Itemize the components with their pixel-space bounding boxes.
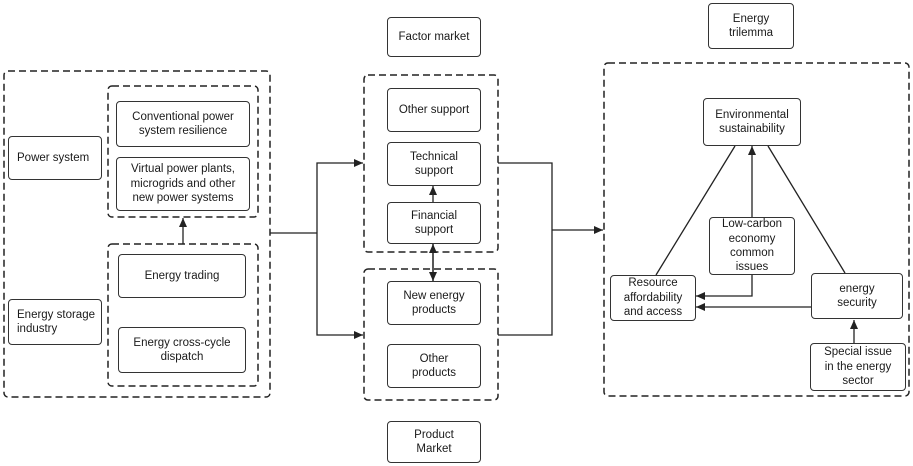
arrow-to-factor-group [316, 159, 363, 233]
line-security-to-environment [767, 145, 846, 274]
power-system-subgroup-frame [107, 85, 259, 218]
energy-trilemma-box: Energy trilemma [708, 3, 794, 49]
power-system-box: Power system [8, 136, 102, 180]
technical-support-box: Technical support [387, 142, 481, 186]
left-group-frame [3, 70, 271, 398]
factor-market-box: Factor market [387, 17, 481, 57]
energy-storage-industry-box: Energy storage industry [8, 299, 102, 345]
arrow-lowcarbon-to-resource [696, 275, 753, 300]
conventional-resilience-box: Conventional power system resilience [116, 101, 250, 147]
virtual-power-plants-box: Virtual power plants, microgrids and oth… [116, 157, 250, 211]
factor-group-frame [363, 74, 499, 253]
connector-product-out [498, 230, 553, 336]
low-carbon-issues-box: Low-carbon economy common issues [709, 217, 795, 275]
trilemma-group-frame [603, 62, 910, 397]
new-energy-products-box: New energy products [387, 281, 481, 325]
other-support-box: Other support [387, 88, 481, 132]
energy-security-box: energy security [811, 273, 903, 319]
resource-affordability-box: Resource affordability and access [610, 275, 696, 321]
financial-support-box: Financial support [387, 202, 481, 244]
energy-trading-box: Energy trading [118, 254, 246, 298]
special-issue-box: Special issue in the energy sector [810, 343, 906, 391]
line-resource-to-environment [655, 145, 736, 276]
connector-factor-out [498, 162, 553, 230]
arrow-to-product-group [316, 233, 363, 339]
energy-cross-cycle-box: Energy cross-cycle dispatch [118, 327, 246, 373]
environmental-sustainability-box: Environmental sustainability [703, 98, 801, 146]
other-products-box: Other products [387, 344, 481, 388]
product-market-box: Product Market [387, 421, 481, 463]
